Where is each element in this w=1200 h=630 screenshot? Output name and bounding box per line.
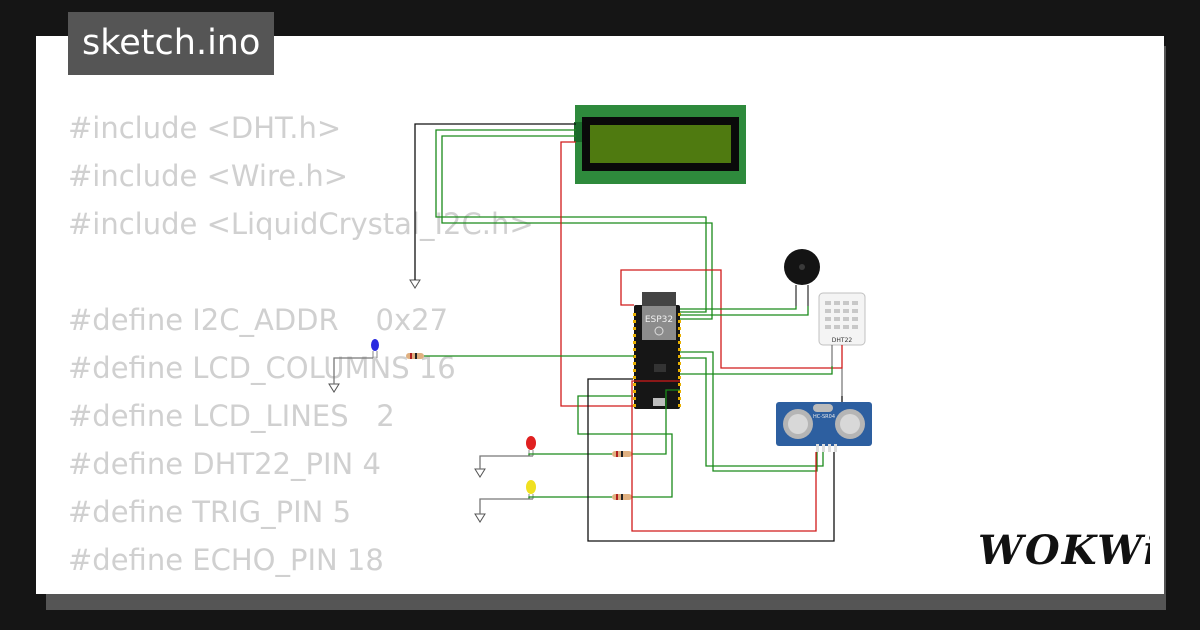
code-listing: #include <DHT.h> #include <Wire.h> #incl… <box>68 104 534 594</box>
wokwi-logo-text: WOKWi <box>978 528 1150 574</box>
resistor[interactable] <box>612 494 632 500</box>
file-tab-label: sketch.ino <box>82 23 261 63</box>
ultrasonic-sensor[interactable]: HC-SR04 <box>776 402 872 452</box>
wokwi-logo: WOKWi <box>978 528 1150 574</box>
code-line: #include <LiquidCrystal_I2C.h> <box>68 207 534 241</box>
file-tab[interactable]: sketch.ino <box>68 12 275 75</box>
code-line: #define LED_PIN 15 <box>68 584 534 594</box>
circuit-diagram: DHT22 HC-SR04 ESP32 <box>328 105 872 542</box>
code-line: #define TRIG_PIN 5 <box>68 495 352 529</box>
resistor[interactable] <box>612 451 632 457</box>
code-line: #define I2C_ADDR 0x27 <box>68 303 449 337</box>
code-line: #define DHT22_PIN 4 <box>68 447 381 481</box>
led-red[interactable] <box>526 436 536 456</box>
preview-card: #include <DHT.h> #include <Wire.h> #incl… <box>36 36 1164 594</box>
dht22-sensor[interactable]: DHT22 <box>818 292 866 396</box>
buzzer[interactable] <box>784 249 820 306</box>
ultrasonic-label: HC-SR04 <box>813 414 835 420</box>
code-line: #define LCD_COLUMNS 16 <box>68 351 456 385</box>
esp32-label: ESP32 <box>645 315 673 325</box>
led-blue[interactable] <box>371 339 379 358</box>
wiring <box>333 123 843 542</box>
esp32-board[interactable]: ESP32 <box>633 292 681 409</box>
code-line: #include <Wire.h> <box>68 159 349 193</box>
dht22-label: DHT22 <box>832 337 853 344</box>
led-yellow[interactable] <box>526 480 536 499</box>
resistor[interactable] <box>406 353 424 359</box>
ground-symbol <box>328 279 486 523</box>
lcd-display[interactable] <box>574 105 746 184</box>
code-line: #define LCD_LINES 2 <box>68 399 395 433</box>
code-line: #define ECHO_PIN 18 <box>68 543 384 577</box>
code-line: #include <DHT.h> <box>68 111 342 145</box>
